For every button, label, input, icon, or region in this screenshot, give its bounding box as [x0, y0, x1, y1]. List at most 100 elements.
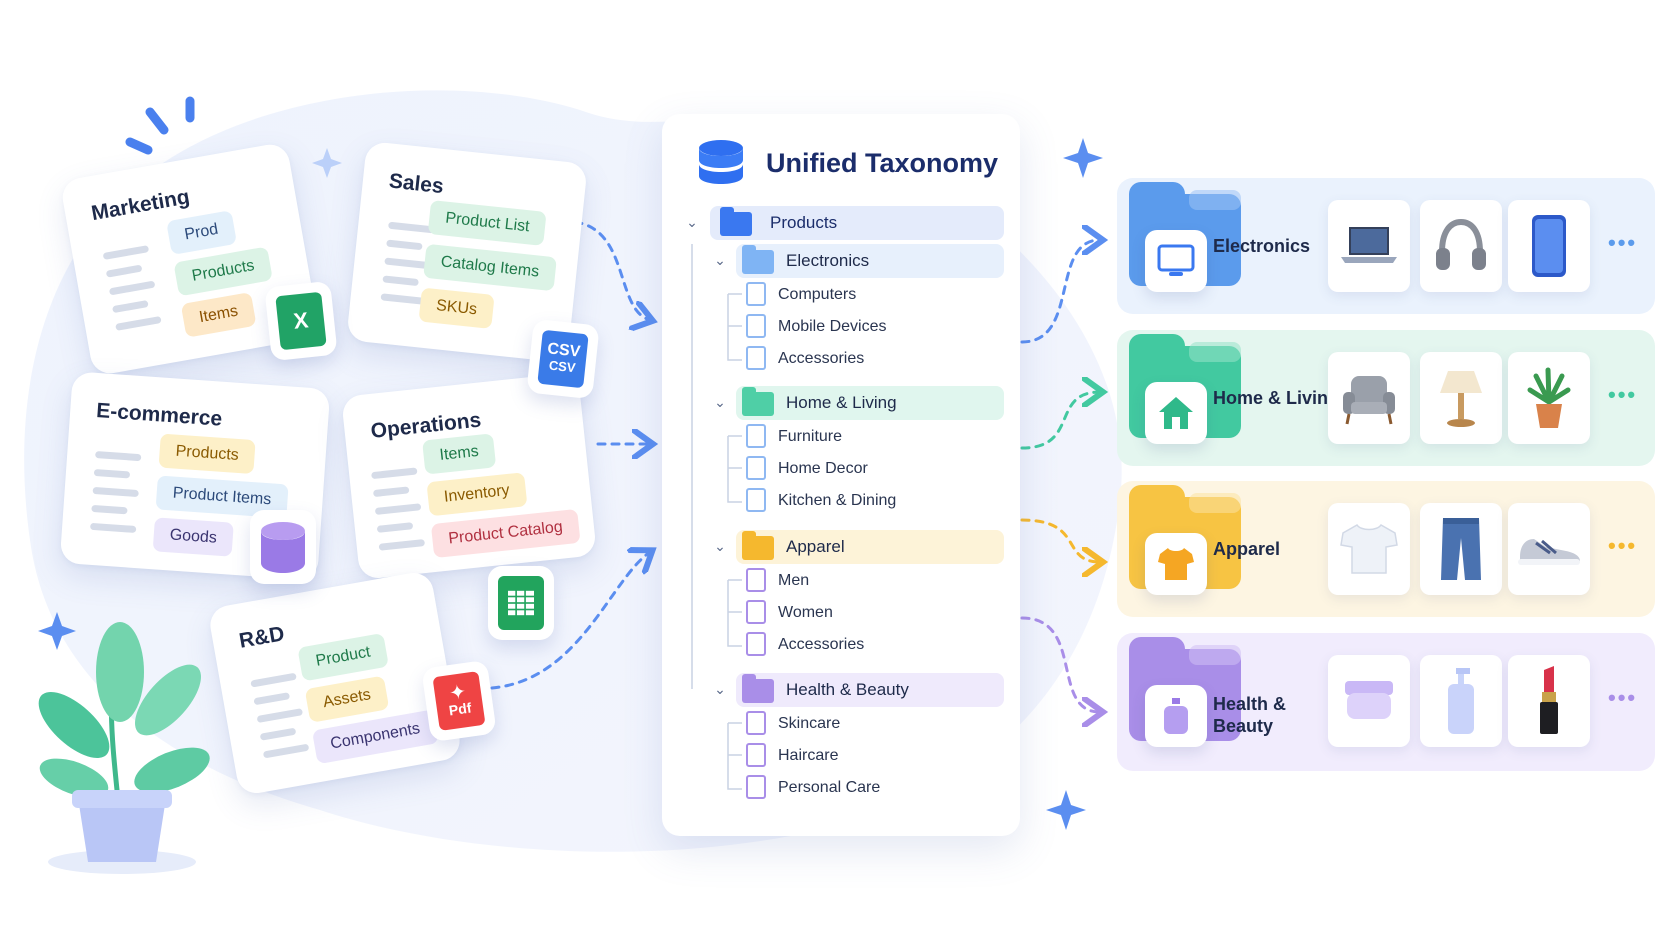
folder-icon — [742, 531, 774, 560]
database-icon — [699, 140, 743, 184]
tree-node-apparel[interactable]: Apparel — [736, 530, 1004, 564]
excel-file-icon: X — [264, 280, 338, 362]
output-row-health-beauty[interactable]: Health & Beauty ••• — [1117, 633, 1655, 771]
folder-icon — [1129, 334, 1241, 444]
tree-node-products[interactable]: Products — [710, 206, 1004, 240]
tag: Inventory — [426, 472, 528, 517]
tree-leaf[interactable]: Accessories — [778, 636, 865, 653]
tree-node-label: Electronics — [786, 251, 870, 270]
output-row-apparel[interactable]: Apparel ••• — [1117, 481, 1655, 617]
tree-node-electronics[interactable]: Electronics — [736, 244, 1004, 278]
folder-icon — [1129, 637, 1241, 747]
card-title: E-commerce — [95, 398, 223, 431]
text-lines — [371, 467, 426, 561]
tree-node-label: Health & Beauty — [786, 680, 909, 699]
chevron-down-icon[interactable]: ⌄ — [714, 394, 726, 410]
tree-leaf[interactable]: Personal Care — [778, 779, 881, 796]
more-icon[interactable]: ••• — [1608, 533, 1638, 558]
more-icon[interactable]: ••• — [1608, 230, 1638, 255]
folder-icon — [742, 387, 774, 416]
tag: Items — [180, 291, 257, 338]
source-card-operations[interactable]: Operations Items Inventory Product Catal… — [341, 372, 597, 580]
tree-leaf[interactable]: Mobile Devices — [778, 318, 887, 335]
document-icon — [746, 488, 766, 512]
row-label: Electronics — [1213, 236, 1311, 256]
tree-leaf[interactable]: Accessories — [778, 350, 865, 367]
headphones-icon — [1420, 200, 1502, 292]
smartphone-icon — [1508, 200, 1590, 292]
panel-title: Unified Taxonomy — [766, 148, 999, 178]
folder-icon — [1129, 182, 1241, 292]
folder-icon — [742, 245, 774, 274]
document-icon — [746, 743, 766, 767]
lipstick-icon — [1508, 655, 1590, 747]
tree-leaf[interactable]: Haircare — [778, 747, 839, 764]
tree-leaf[interactable]: Furniture — [778, 428, 843, 445]
card-title: Sales — [387, 169, 445, 199]
tree-leaf[interactable]: Home Decor — [778, 460, 868, 477]
chevron-down-icon[interactable]: ⌄ — [714, 252, 726, 268]
document-icon — [746, 600, 766, 624]
armchair-icon — [1328, 352, 1410, 444]
unified-taxonomy-panel: Unified Taxonomy ⌄ Products ⌄ Electronic… — [662, 114, 1020, 836]
tree-node-home-living[interactable]: Home & Living — [736, 386, 1004, 420]
pdf-badge-text: Pdf — [447, 699, 473, 719]
tree-node-health-beauty[interactable]: Health & Beauty — [736, 673, 1004, 707]
text-lines — [89, 450, 142, 544]
folder-icon — [720, 207, 752, 236]
tree-leaf[interactable]: Skincare — [778, 715, 841, 732]
pump-bottle-icon — [1420, 655, 1502, 747]
card-title: R&D — [237, 622, 287, 653]
spreadsheet-icon — [488, 566, 554, 640]
folder-icon — [1129, 485, 1241, 595]
text-lines — [250, 672, 311, 770]
more-icon[interactable]: ••• — [1608, 382, 1638, 407]
monitor-icon — [1145, 230, 1207, 292]
laptop-icon — [1328, 200, 1410, 292]
row-label: Home & Living — [1213, 388, 1340, 408]
output-row-electronics[interactable]: Electronics ••• — [1117, 178, 1655, 314]
chevron-down-icon[interactable]: ⌄ — [714, 538, 726, 554]
folder-icon — [742, 674, 774, 703]
chevron-down-icon[interactable]: ⌄ — [714, 681, 726, 697]
tree-leaf[interactable]: Computers — [778, 286, 857, 303]
document-icon — [746, 711, 766, 735]
document-icon — [746, 775, 766, 799]
tree-node-label: Apparel — [786, 537, 845, 556]
text-lines — [102, 245, 164, 342]
tag: Products — [158, 433, 256, 475]
tree-guides — [691, 244, 742, 790]
tag: Items — [422, 433, 497, 475]
more-icon[interactable]: ••• — [1608, 685, 1638, 710]
sneaker-icon — [1508, 503, 1590, 595]
t-shirt-icon — [1145, 533, 1207, 595]
document-icon — [746, 456, 766, 480]
tag: SKUs — [418, 287, 495, 329]
document-icon — [746, 314, 766, 338]
table-lamp-icon — [1420, 352, 1502, 444]
database-icon — [250, 510, 316, 584]
house-icon — [1145, 382, 1207, 444]
jeans-icon — [1420, 503, 1502, 595]
chevron-down-icon[interactable]: ⌄ — [686, 214, 698, 230]
document-icon — [746, 568, 766, 592]
tag: Goods — [152, 517, 234, 557]
tag: Product — [297, 632, 390, 682]
tree-leaf[interactable]: Men — [778, 572, 810, 589]
tag: Product List — [427, 199, 548, 246]
tag: Catalog Items — [423, 243, 557, 292]
tree-leaf[interactable]: Women — [778, 604, 833, 621]
tree-node-label: Home & Living — [786, 393, 897, 412]
tag: Products — [173, 246, 274, 297]
document-icon — [746, 282, 766, 306]
csv-badge-text: CSV — [548, 357, 577, 376]
t-shirt-thumbnail — [1328, 503, 1410, 595]
excel-badge-text: X — [292, 307, 310, 334]
output-row-home-living[interactable]: Home & Living ••• — [1117, 330, 1655, 466]
tag: Prod — [166, 210, 237, 256]
bottle-icon — [1145, 685, 1207, 747]
tree-leaf[interactable]: Kitchen & Dining — [778, 492, 897, 509]
document-icon — [746, 424, 766, 448]
tree-node-label: Products — [770, 213, 838, 232]
